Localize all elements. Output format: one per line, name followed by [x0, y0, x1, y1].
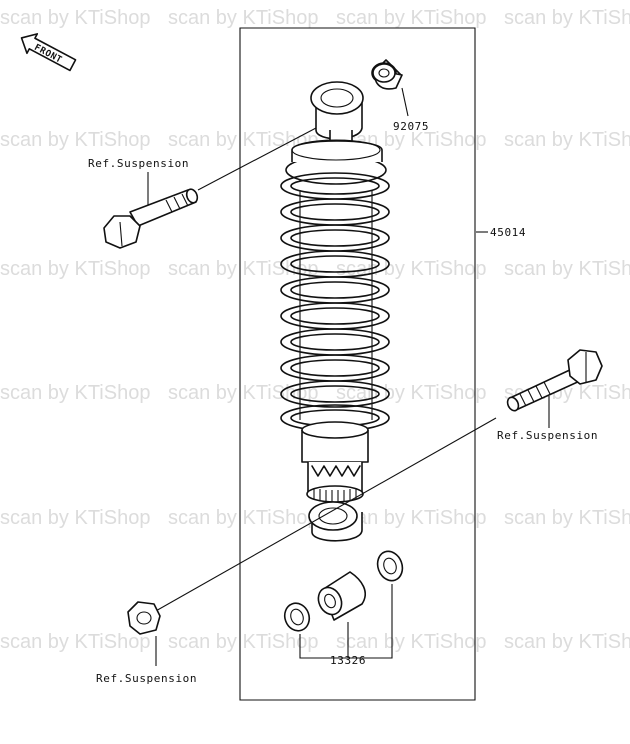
- top-spring-seat-icon: [285, 139, 387, 185]
- seal-right-icon: [376, 550, 404, 582]
- bushing-92075-icon: [371, 59, 403, 90]
- watermark: scan by KTiShop: [504, 258, 630, 280]
- watermark: scan by KTiShop: [336, 7, 486, 29]
- watermark: scan by KTiShop: [504, 129, 630, 151]
- leader-92075: [401, 87, 409, 117]
- ref-suspension-label-bottom-left: Ref.Suspension: [96, 672, 197, 685]
- watermark: scan by KTiShop: [336, 631, 486, 653]
- watermark: scan by KTiShop: [504, 507, 630, 529]
- part-13326-label: 13326: [330, 654, 366, 667]
- leader-13326: [299, 584, 393, 659]
- watermark: scan by KTiShop: [168, 382, 318, 404]
- assembly-frame: [239, 27, 476, 701]
- part-45014-label: 45014: [490, 226, 526, 239]
- seal-left-icon: [283, 602, 311, 632]
- watermark: scan by KTiShop: [0, 507, 150, 529]
- lower-bolt-axis: [153, 417, 497, 613]
- watermark: scan by KTiShop: [0, 382, 150, 404]
- ref-suspension-label-top-left: Ref.Suspension: [88, 157, 189, 170]
- watermark: scan by KTiShop: [168, 7, 318, 29]
- watermark: scan by KTiShop: [0, 7, 150, 29]
- collar-icon: [317, 571, 366, 621]
- damper-body-icon: [301, 421, 369, 503]
- watermark: scan by KTiShop: [168, 631, 318, 653]
- watermark: scan by KTiShop: [504, 7, 630, 29]
- watermark: scan by KTiShop: [0, 129, 150, 151]
- watermark: scan by KTiShop: [336, 507, 486, 529]
- watermark: scan by KTiShop: [168, 507, 318, 529]
- lower-bolt-icon: [506, 349, 603, 412]
- watermark: scan by KTiShop: [168, 258, 318, 280]
- watermark: scan by KTiShop: [0, 631, 150, 653]
- spring-coil-icon: [280, 172, 390, 432]
- nut-icon: [127, 601, 161, 635]
- ref-suspension-label-right: Ref.Suspension: [497, 429, 598, 442]
- watermark: scan by KTiShop: [0, 258, 150, 280]
- watermark: scan by KTiShop: [168, 129, 318, 151]
- top-bolt-icon: [103, 188, 199, 249]
- front-arrow-icon: FRONT: [20, 33, 77, 72]
- watermark: scan by KTiShop: [504, 631, 630, 653]
- part-92075-label: 92075: [393, 120, 429, 133]
- shock-bottom-eye-icon: [308, 501, 363, 542]
- top-bolt-axis: [197, 127, 317, 191]
- watermark: scan by KTiShop: [336, 258, 486, 280]
